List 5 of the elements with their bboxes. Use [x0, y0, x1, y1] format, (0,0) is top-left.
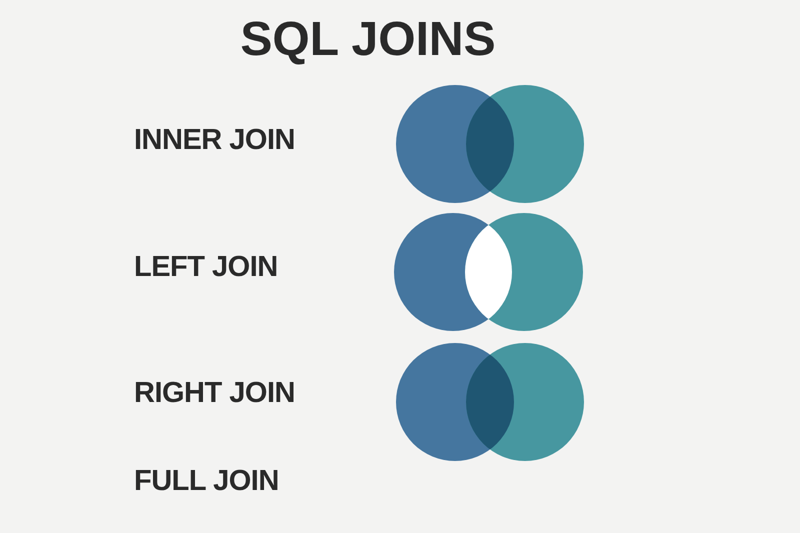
join-label: LEFT JOIN [134, 252, 278, 284]
title: SQL JOINS [239, 12, 497, 68]
join-label: RIGHT JOIN [134, 378, 295, 410]
join-label: FULL JOIN [134, 466, 279, 498]
join-label: INNER JOIN [134, 125, 295, 157]
